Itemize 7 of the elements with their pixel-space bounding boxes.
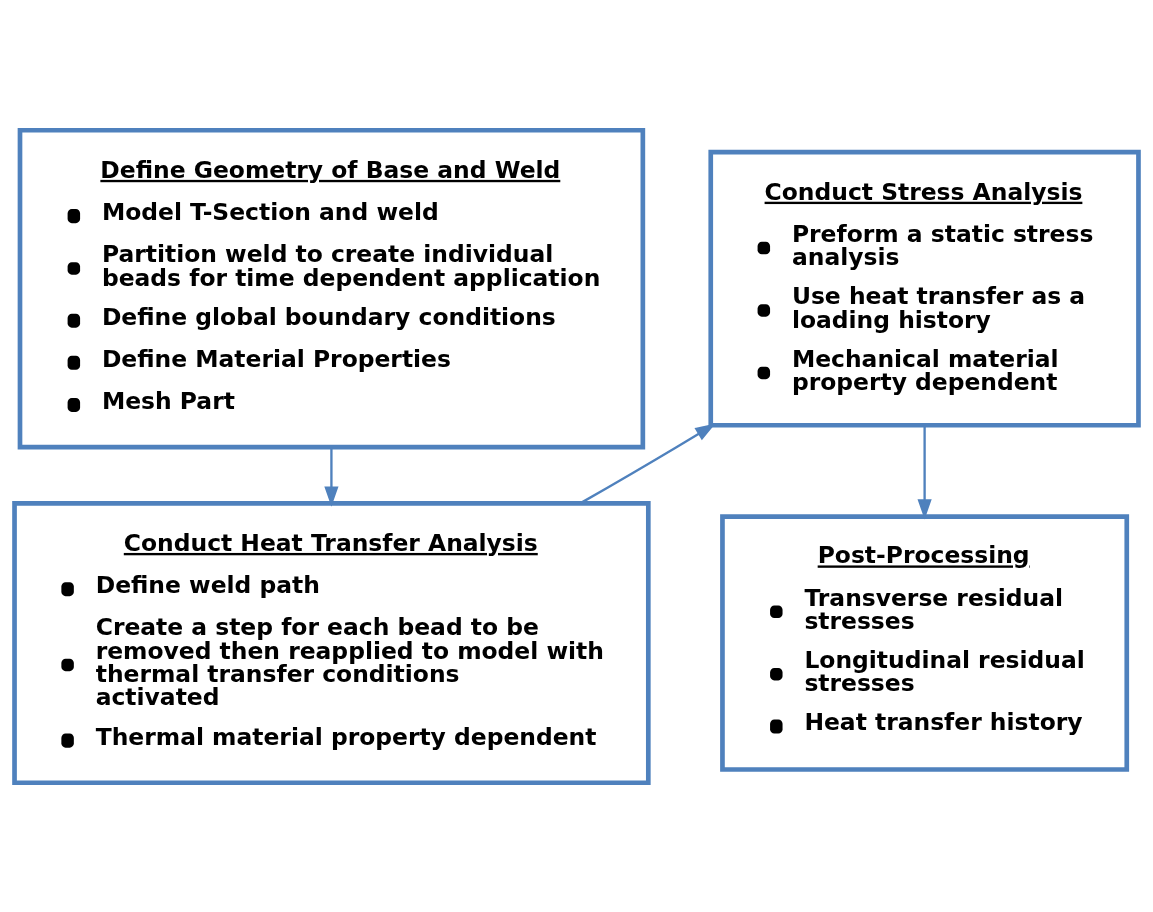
arrow [917,425,932,520]
arrow [579,423,716,504]
node-box: Define Geometry of Base and Weld Model T-Section and weld Partition weld to create individual beads for time dependent application Define global boundary conditions Define Material Properties Mesh Part [17,127,646,449]
arrow [324,446,339,507]
node-box: Post-Processing Transverse residual stresses Longitudinal residual stresses Heat transfer history [720,513,1130,772]
node-box: Conduct Heat Transfer Analysis Define weld path Create a step for each bead to be removed then reapplied to model with thermal transfer conditions activated Thermal material property dependent [12,500,651,785]
node-box: Conduct Stress Analysis Preform a static stress analysis Use heat transfer as a loading history Mechanical material property dependent [708,149,1141,428]
